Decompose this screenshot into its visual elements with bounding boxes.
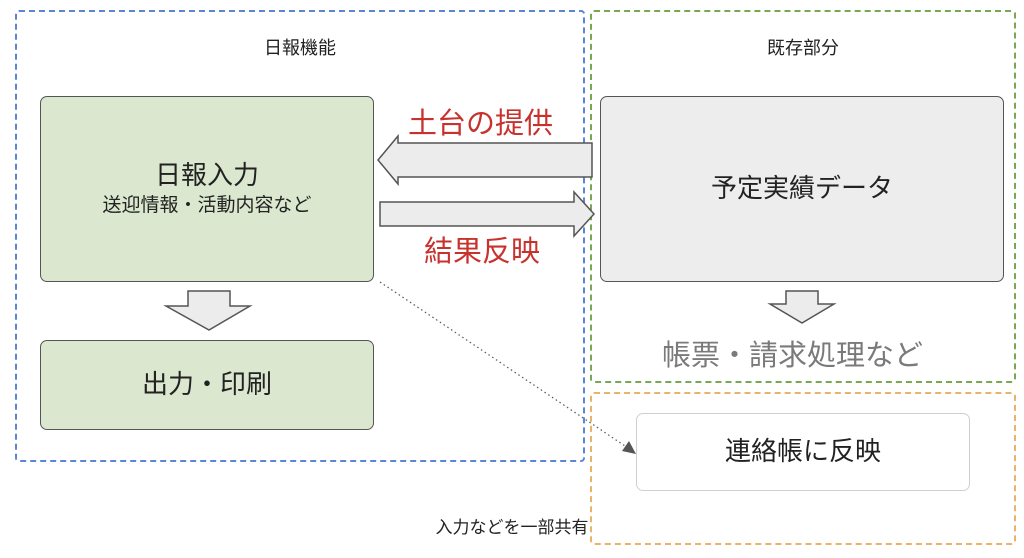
existing-zone: 既存部分 <box>590 10 1016 383</box>
output-print-box: 出力・印刷 <box>40 340 374 430</box>
input-box-subtitle: 送迎情報・活動内容など <box>102 193 312 216</box>
daily-report-input-box: 日報入力 送迎情報・活動内容など <box>40 96 374 282</box>
input-box-title: 日報入力 <box>154 161 259 192</box>
daily-report-zone: 日報機能 <box>15 10 585 462</box>
contact-book-box: 連絡帳に反映 <box>636 413 970 491</box>
shared-zone <box>590 392 1016 545</box>
forms-billing-text: 帳票・請求処理など <box>662 338 924 372</box>
down-arrow-right-icon <box>767 290 837 324</box>
reflect-results-label: 結果反映 <box>424 234 541 268</box>
connector-arrowhead-icon <box>622 441 636 454</box>
dotted-connector <box>379 281 629 449</box>
left-arrow-icon <box>377 133 593 187</box>
daily-report-zone-title: 日報機能 <box>264 38 336 59</box>
plan-box-title: 予定実績データ <box>710 173 893 204</box>
output-box-title: 出力・印刷 <box>141 369 272 400</box>
plan-results-data-box: 予定実績データ <box>600 96 1004 282</box>
down-arrow-left-icon <box>163 290 253 331</box>
partial-share-text: 入力などを一部共有 <box>435 518 589 538</box>
provide-base-label: 土台の提供 <box>408 106 554 140</box>
right-arrow-icon <box>379 190 596 238</box>
existing-zone-title: 既存部分 <box>767 38 839 59</box>
contact-box-title: 連絡帳に反映 <box>724 436 881 467</box>
